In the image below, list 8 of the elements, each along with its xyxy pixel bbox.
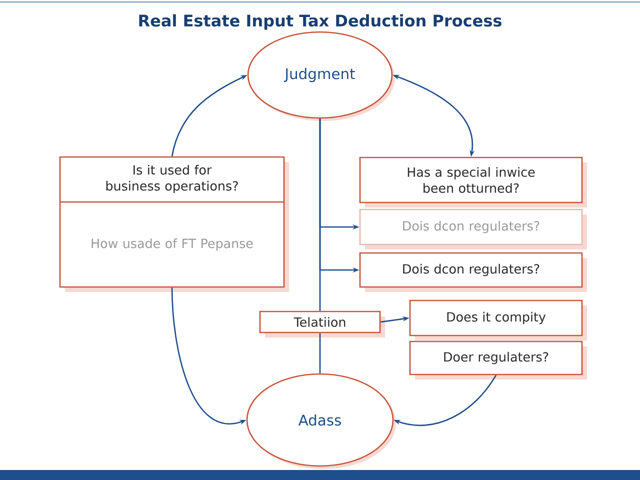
- title: Real Estate Input Tax Deduction Process: [139, 14, 502, 30]
- question-box: Is it used for business operations? How usade of FT Pepanse: [59, 156, 289, 292]
- process-box: Dois dcon regulaters?: [359, 252, 587, 292]
- process-box: Dois dcon regulaters?: [359, 208, 587, 250]
- process-box: Telatiion: [259, 310, 385, 338]
- process-box: Doer regulaters?: [409, 340, 587, 380]
- process-box: Has a special inwice been otturned?: [359, 156, 587, 208]
- process-box: Does it compity: [409, 300, 587, 340]
